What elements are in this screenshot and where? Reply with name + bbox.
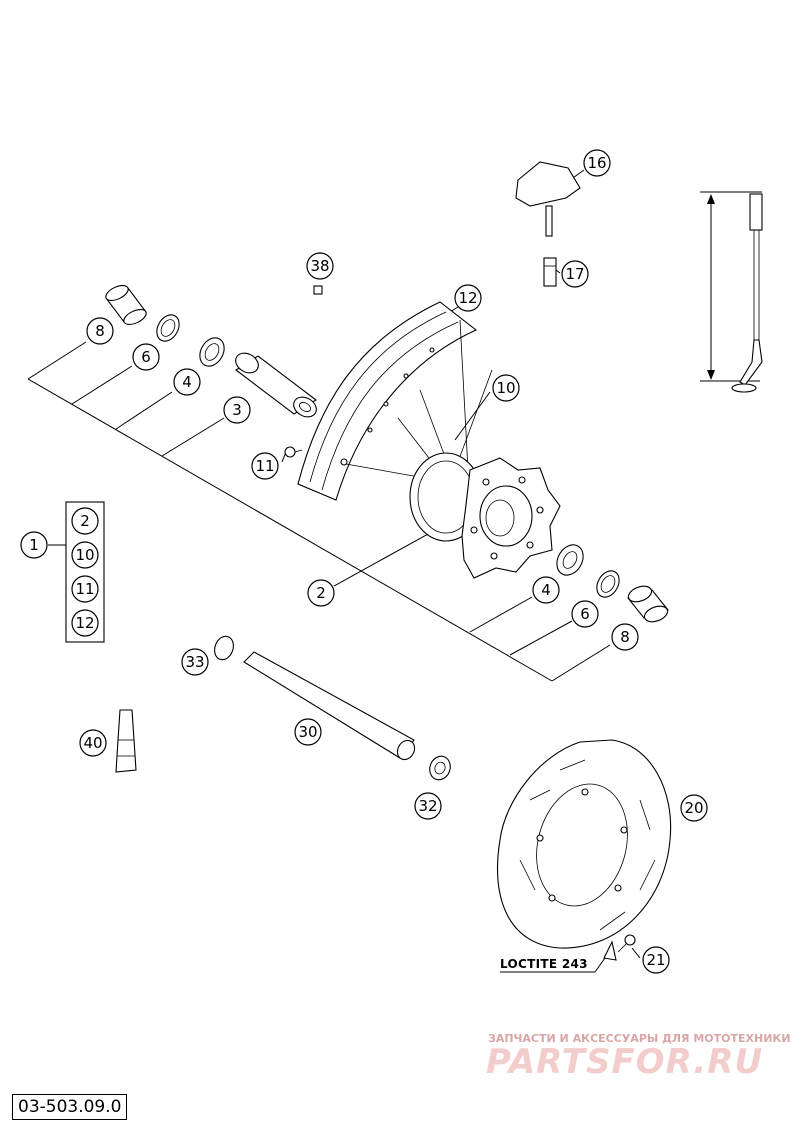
right-bearing-stack	[556, 544, 669, 623]
callout-8-top-label: 8	[95, 322, 105, 340]
spoke-length-gauge	[700, 191, 763, 393]
wheel-hub	[409, 452, 561, 579]
callout-17: 17	[561, 260, 589, 288]
callout-4-top-label: 4	[182, 373, 192, 391]
kit-item-11-label: 11	[75, 580, 94, 598]
callout-32: 32	[414, 792, 442, 820]
callout-20-label: 20	[684, 799, 703, 817]
kit-item-11: 11	[71, 575, 99, 603]
callout-11-label: 11	[255, 457, 274, 475]
callout-3: 3	[223, 396, 251, 424]
callout-8-bottom-label: 8	[620, 628, 630, 646]
kit-item-2: 2	[71, 507, 99, 535]
callout-32-label: 32	[418, 797, 437, 815]
callout-2-label: 2	[316, 584, 326, 602]
callout-40: 40	[79, 729, 107, 757]
callout-11: 11	[251, 452, 279, 480]
callout-30: 30	[294, 718, 322, 746]
callout-30-label: 30	[298, 723, 317, 741]
disc-screws	[603, 934, 636, 961]
callout-6-bottom-label: 6	[580, 605, 590, 623]
callout-10: 10	[492, 374, 520, 402]
brake-disc	[496, 739, 672, 949]
callout-1-label: 1	[29, 536, 39, 554]
callout-16-label: 16	[587, 154, 606, 172]
callout-6-top-label: 6	[141, 348, 151, 366]
drawing-code: 03-503.09.0	[12, 1094, 128, 1120]
callout-12-label: 12	[458, 289, 477, 307]
callout-6-top: 6	[132, 343, 160, 371]
callout-16: 16	[583, 149, 611, 177]
left-bearing-stack	[105, 285, 317, 418]
callout-12: 12	[454, 284, 482, 312]
kit-item-10-label: 10	[75, 546, 94, 564]
callout-33-label: 33	[185, 653, 204, 671]
kit-item-12: 12	[71, 609, 99, 637]
kit-item-12-label: 12	[75, 614, 94, 632]
watermark-subtitle: ЗАПЧАСТИ И АКСЕССУАРЫ ДЛЯ МОТОТЕХНИКИ	[488, 1032, 791, 1045]
callout-21: 21	[642, 946, 670, 974]
callout-40-label: 40	[83, 734, 102, 752]
callout-8-top: 8	[86, 317, 114, 345]
callout-10-label: 10	[496, 379, 515, 397]
callout-3-label: 3	[232, 401, 242, 419]
callout-38-label: 38	[310, 257, 329, 275]
kit-item-2-label: 2	[80, 512, 90, 530]
callout-1: 1	[20, 531, 48, 559]
watermark-brand: PARTSFOR.RU	[486, 1042, 764, 1082]
callout-4-bottom-label: 4	[541, 581, 551, 599]
callout-21-label: 21	[646, 951, 665, 969]
callout-38: 38	[306, 252, 334, 280]
callout-20: 20	[680, 794, 708, 822]
callout-4-bottom: 4	[532, 576, 560, 604]
kit-item-10: 10	[71, 541, 99, 569]
rim-segment	[297, 301, 478, 501]
callout-8-bottom: 8	[611, 623, 639, 651]
callout-33: 33	[181, 648, 209, 676]
loctite-note: LOCTITE 243	[500, 957, 588, 971]
callout-2: 2	[307, 579, 335, 607]
callout-4-top: 4	[173, 368, 201, 396]
callout-6-bottom: 6	[571, 600, 599, 628]
callout-17-label: 17	[565, 265, 584, 283]
small-parts	[115, 161, 581, 781]
